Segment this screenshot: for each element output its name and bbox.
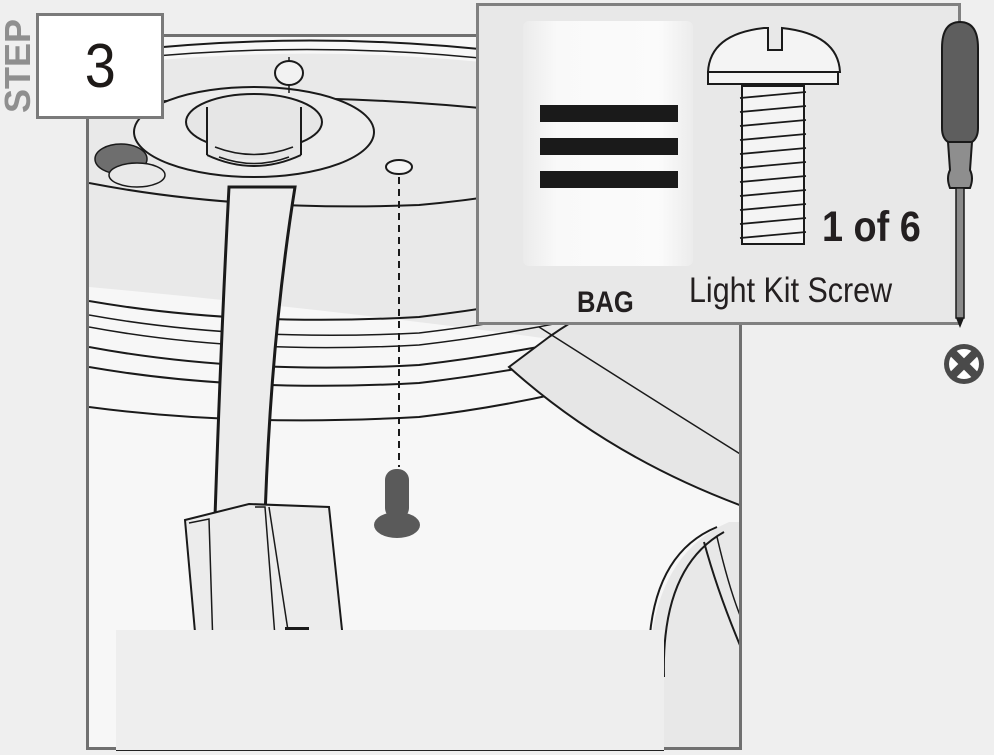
step-number: 3 <box>84 31 116 101</box>
step-number-box: 3 <box>36 13 164 119</box>
bag-bar <box>540 171 678 188</box>
caption-area <box>116 630 664 751</box>
step-vertical-label: STEP <box>0 14 38 118</box>
part-count: 1 of 6 <box>822 203 921 251</box>
three-line-bag-icon <box>523 21 693 266</box>
power-off-circle-x-icon <box>944 344 984 384</box>
part-name: Light Kit Screw <box>689 271 893 310</box>
phillips-screwdriver-icon <box>941 20 979 328</box>
bag-bar <box>540 105 678 122</box>
step-label-text: STEP <box>0 18 38 114</box>
bag-label: BAG <box>577 286 634 319</box>
bag-bar <box>540 138 678 155</box>
round-head-screw-icon <box>706 26 842 245</box>
parts-panel: 1 of 6 BAG Light Kit Screw <box>476 3 961 325</box>
light-kit-screw-icon <box>374 469 420 538</box>
